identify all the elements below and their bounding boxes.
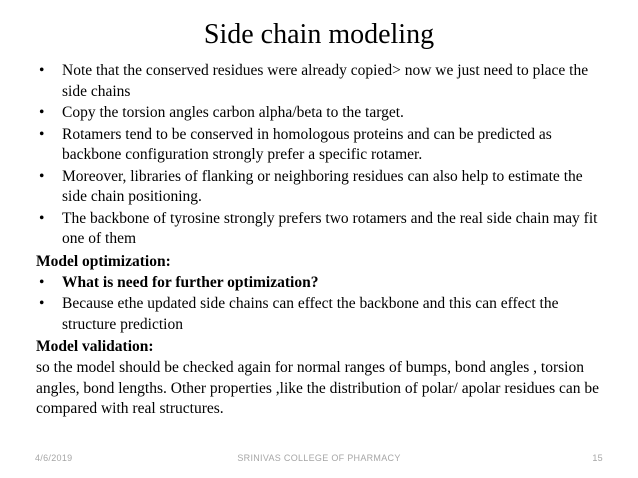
slide-title: Side chain modeling (203, 19, 435, 50)
bullet-text: Copy the torsion angles carbon alpha/bet… (62, 104, 404, 121)
bullet-item: • What is need for further optimization? (34, 273, 604, 294)
bullet-item: • The backbone of tyrosine strongly pref… (34, 209, 604, 250)
footer-organization: SRINIVAS COLLEGE OF PHARMACY (237, 453, 401, 463)
bullet-item: • Note that the conserved residues were … (34, 61, 604, 102)
section-heading-model-optimization: Model optimization: (36, 252, 171, 270)
section-heading-model-validation: Model validation: (36, 338, 154, 355)
bullet-item: • Moreover, libraries of flanking or nei… (34, 167, 604, 208)
bullet-item: • Because ethe updated side chains can e… (34, 294, 604, 335)
bullet-text: Moreover, libraries of flanking or neigh… (62, 167, 583, 206)
bullet-point-icon: • (39, 125, 45, 143)
bullet-text: The backbone of tyrosine strongly prefer… (62, 209, 598, 248)
footer-page-number: 15 (592, 453, 603, 463)
bullet-point-icon: • (39, 62, 45, 79)
bullet-point-icon: • (39, 167, 45, 185)
slide-footer: 4/6/2019 SRINIVAS COLLEGE OF PHARMACY 15 (0, 450, 638, 466)
bullet-point-icon: • (39, 295, 45, 312)
bullet-point-icon: • (39, 209, 45, 227)
body-paragraph: so the model should be checked again for… (36, 359, 600, 417)
bullet-item: • Rotamers tend to be conserved in homol… (34, 125, 604, 166)
slide-body: • Note that the conserved residues were … (34, 61, 604, 420)
footer-date: 4/6/2019 (35, 453, 73, 463)
bullet-text: Rotamers tend to be conserved in homolog… (62, 125, 552, 164)
bullet-item: • Copy the torsion angles carbon alpha/b… (34, 103, 604, 124)
bullet-text: What is need for further optimization? (62, 273, 319, 291)
bullet-point-icon: • (39, 273, 45, 291)
bullet-point-icon: • (39, 104, 45, 121)
bullet-text: Note that the conserved residues were al… (62, 62, 589, 100)
bullet-text: Because ethe updated side chains can eff… (62, 295, 559, 333)
